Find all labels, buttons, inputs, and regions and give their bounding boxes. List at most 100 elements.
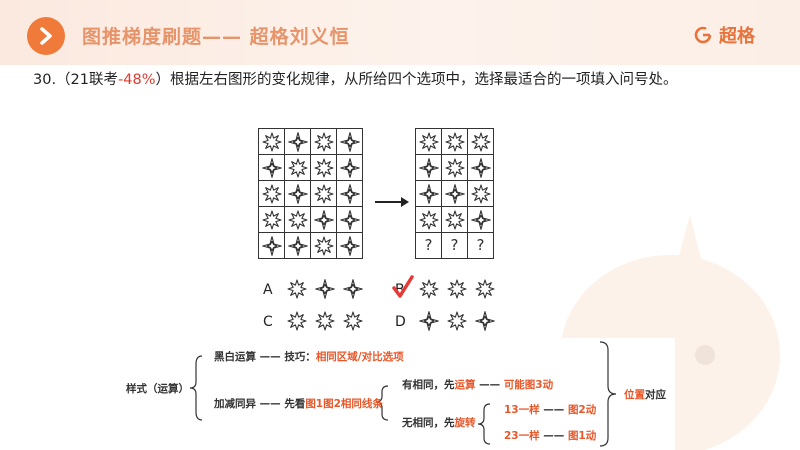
eight-point-star-icon — [447, 279, 467, 299]
option-d-label: D — [395, 314, 406, 330]
eight-point-star-icon — [343, 311, 363, 331]
left-grid-cell-r5-c2 — [284, 232, 311, 259]
right-grid-cell-r3-c2 — [441, 180, 468, 207]
puzzle-figure: ??? A B C D — [243, 117, 513, 342]
arrow-right-icon — [375, 197, 409, 207]
mindmap-has-same: 有相同，先运算 —— 可能图3动 — [402, 377, 553, 392]
left-grid-cell-r5-c3 — [310, 232, 337, 259]
eight-point-star-icon — [287, 209, 308, 230]
four-point-cross-icon — [470, 157, 491, 178]
branch2-label: 加减同异 — [214, 398, 256, 410]
four-point-cross-icon — [339, 183, 360, 204]
eight-point-star-icon — [287, 311, 307, 331]
left-grid-cell-r1-c3 — [310, 128, 337, 155]
left-grid-cell-r2-c2 — [284, 154, 311, 181]
mindmap-root: 样式（运算） — [126, 383, 189, 395]
question-suffix: ）根据左右图形的变化规律，从所给四个选项中，选择最适合的一项填入问号处。 — [155, 72, 678, 88]
header-bar: 图推梯度刷题—— 超格刘义恒 超格 — [0, 0, 800, 65]
four-point-cross-icon — [470, 209, 491, 230]
eight-point-star-icon — [475, 279, 495, 299]
right-grid-cell-r3-c3 — [467, 180, 494, 207]
eight-point-star-icon — [287, 279, 307, 299]
eight-point-star-icon — [470, 131, 491, 152]
right-grid-cell-r4-c2 — [441, 206, 468, 233]
eight-point-star-icon — [447, 311, 467, 331]
header-title: 图推梯度刷题—— 超格刘义恒 — [82, 26, 350, 48]
eight-point-star-icon — [261, 209, 282, 230]
conclusion-rest: 对应 — [645, 389, 666, 401]
left-grid-cell-r3-c3 — [310, 180, 337, 207]
right-grid-cell-r1-c1 — [415, 128, 442, 155]
right-grid-cell-r4-c3 — [467, 206, 494, 233]
mindmap-no-same: 无相同，先旋转 — [402, 415, 476, 430]
option-c-label: C — [263, 314, 273, 330]
left-grid-cell-r3-c1 — [258, 180, 285, 207]
mindmap-branch-add-subtract: 加减同异 —— 先看图1图2相同线条 — [214, 396, 383, 411]
checkmark-icon — [392, 275, 414, 298]
left-grid-cell-r2-c4 — [336, 154, 363, 181]
question-mark: ? — [476, 236, 485, 254]
four-point-cross-icon — [313, 209, 334, 230]
left-grid-cell-r1-c2 — [284, 128, 311, 155]
left-grid — [258, 128, 363, 259]
four-point-cross-icon — [419, 311, 439, 331]
right-grid-cell-r5-c3: ? — [467, 232, 494, 259]
left-grid-cell-r3-c2 — [284, 180, 311, 207]
step-value: 图1图2相同线条 — [305, 398, 383, 410]
left-grid-cell-r1-c4 — [336, 128, 363, 155]
eight-point-star-icon — [313, 157, 334, 178]
left-grid-cell-r5-c1 — [258, 232, 285, 259]
chevron-right-icon — [27, 17, 65, 55]
brand-logo: 超格 — [693, 22, 755, 48]
four-point-cross-icon — [343, 279, 363, 299]
four-point-cross-icon — [339, 131, 360, 152]
eight-point-star-icon — [470, 183, 491, 204]
mindmap-branch-black-white: 黑白运算 —— 技巧：相同区域/对比选项 — [214, 349, 404, 364]
option-a-label: A — [263, 282, 273, 298]
four-point-cross-icon — [418, 183, 439, 204]
right-grid-cell-r3-c1 — [415, 180, 442, 207]
tip-prefix: 技巧： — [284, 351, 316, 363]
op-calc: 运算 — [454, 379, 476, 391]
option-c-symbols[interactable] — [287, 311, 363, 331]
eight-point-star-icon — [313, 131, 334, 152]
brand-g-icon — [694, 26, 712, 44]
branch1-label: 黑白运算 — [214, 351, 256, 363]
result1-label: 图2动 — [567, 404, 597, 416]
right-grid-cell-r5-c1: ? — [415, 232, 442, 259]
eight-point-star-icon — [444, 157, 465, 178]
dash-2: —— — [259, 398, 281, 410]
mindmap-connectors — [189, 341, 617, 447]
left-grid-cell-r1-c1 — [258, 128, 285, 155]
four-point-cross-icon — [418, 157, 439, 178]
question-mark: ? — [424, 236, 433, 254]
four-point-cross-icon — [287, 235, 308, 256]
option-d-symbols[interactable] — [419, 311, 495, 331]
question-prefix: 30.（21联考 — [33, 72, 119, 88]
eight-point-star-icon — [419, 279, 439, 299]
dash-4: —— — [543, 404, 565, 416]
left-grid-cell-r4-c4 — [336, 206, 363, 233]
left-grid-cell-r4-c3 — [310, 206, 337, 233]
four-point-cross-icon — [444, 183, 465, 204]
dash-5: —— — [543, 430, 565, 442]
eight-point-star-icon — [315, 311, 335, 331]
mindmap-case-13: 13一样 —— 图2动 — [504, 402, 596, 417]
case1-label: 13一样 — [504, 404, 540, 416]
has-same-label: 有相同，先 — [402, 379, 455, 391]
op-rotate: 旋转 — [454, 417, 476, 429]
mindmap-conclusion: 位置对应 — [624, 387, 666, 402]
right-grid-cell-r2-c1 — [415, 154, 442, 181]
eight-point-star-icon — [261, 183, 282, 204]
left-grid-cell-r3-c4 — [336, 180, 363, 207]
right-grid-cell-r1-c2 — [441, 128, 468, 155]
option-b-symbols[interactable] — [419, 279, 495, 299]
brand-name: 超格 — [719, 26, 755, 47]
question-percent: -48% — [118, 72, 156, 88]
right-grid-cell-r5-c2: ? — [441, 232, 468, 259]
option-a-symbols[interactable] — [287, 279, 363, 299]
left-grid-cell-r4-c2 — [284, 206, 311, 233]
left-grid-cell-r2-c3 — [310, 154, 337, 181]
eight-point-star-icon — [418, 131, 439, 152]
eight-point-star-icon — [313, 235, 334, 256]
